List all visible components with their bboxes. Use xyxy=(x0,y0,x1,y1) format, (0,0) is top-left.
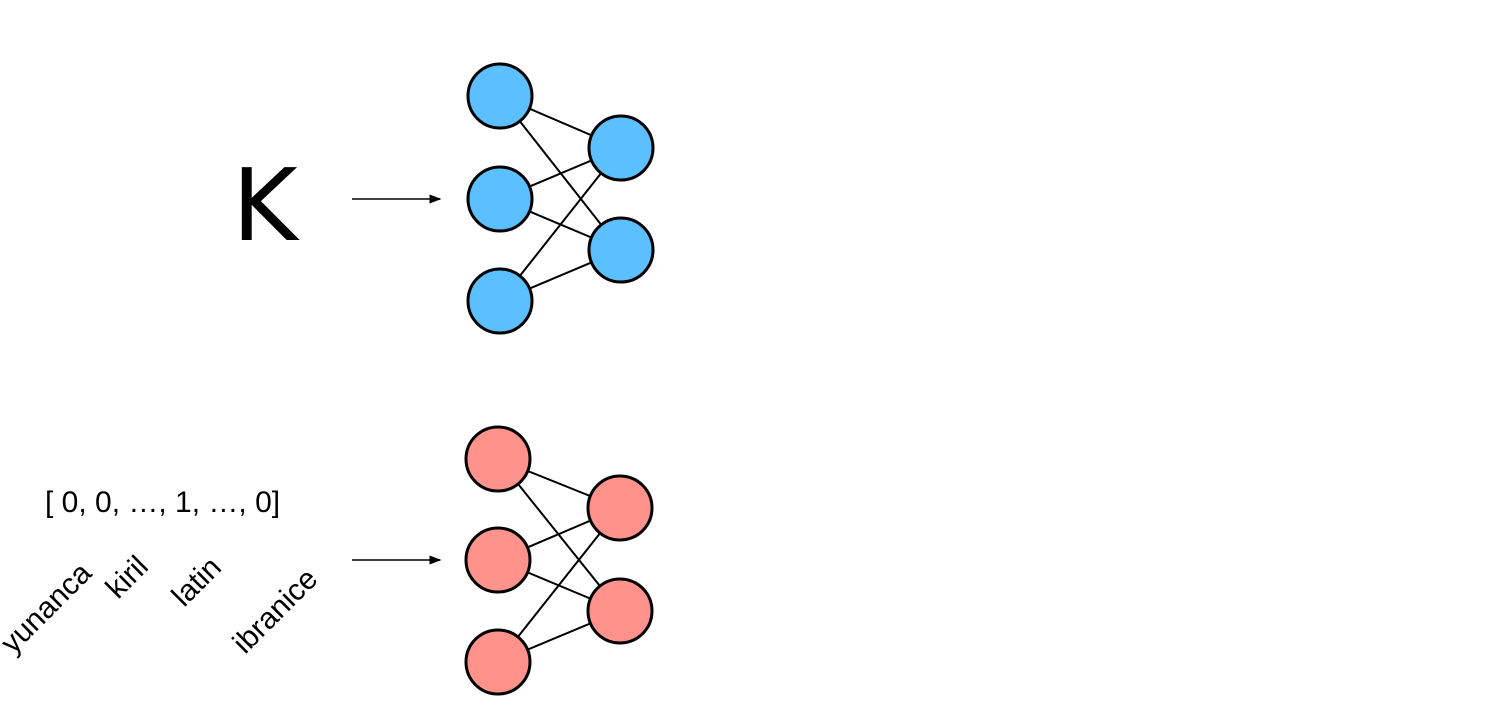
top-input-node xyxy=(466,267,534,335)
bottom-input-node xyxy=(464,526,532,594)
bottom-input-node xyxy=(464,628,532,696)
category-label-yunanca: yunanca xyxy=(0,556,98,660)
category-label-ibranice: ibranice xyxy=(227,562,325,660)
top-output-node xyxy=(587,216,655,284)
letter-glyph: K xyxy=(232,147,300,264)
letter-input: K xyxy=(232,147,300,264)
top-input-node xyxy=(466,165,534,233)
top-input-node xyxy=(466,62,534,130)
bottom-input-node xyxy=(464,425,532,493)
category-label-latin: latin xyxy=(166,551,228,613)
top-output-node xyxy=(587,114,655,182)
bottom-output-node xyxy=(586,474,654,542)
category-labels: yunanca kiril latin ibranice xyxy=(0,550,324,660)
bottom-output-node xyxy=(586,577,654,645)
one-hot-vector: [ 0, 0, …, 1, …, 0] xyxy=(45,486,280,519)
bottom-network xyxy=(464,425,654,696)
top-network xyxy=(466,62,655,335)
category-label-kiril: kiril xyxy=(100,550,155,605)
